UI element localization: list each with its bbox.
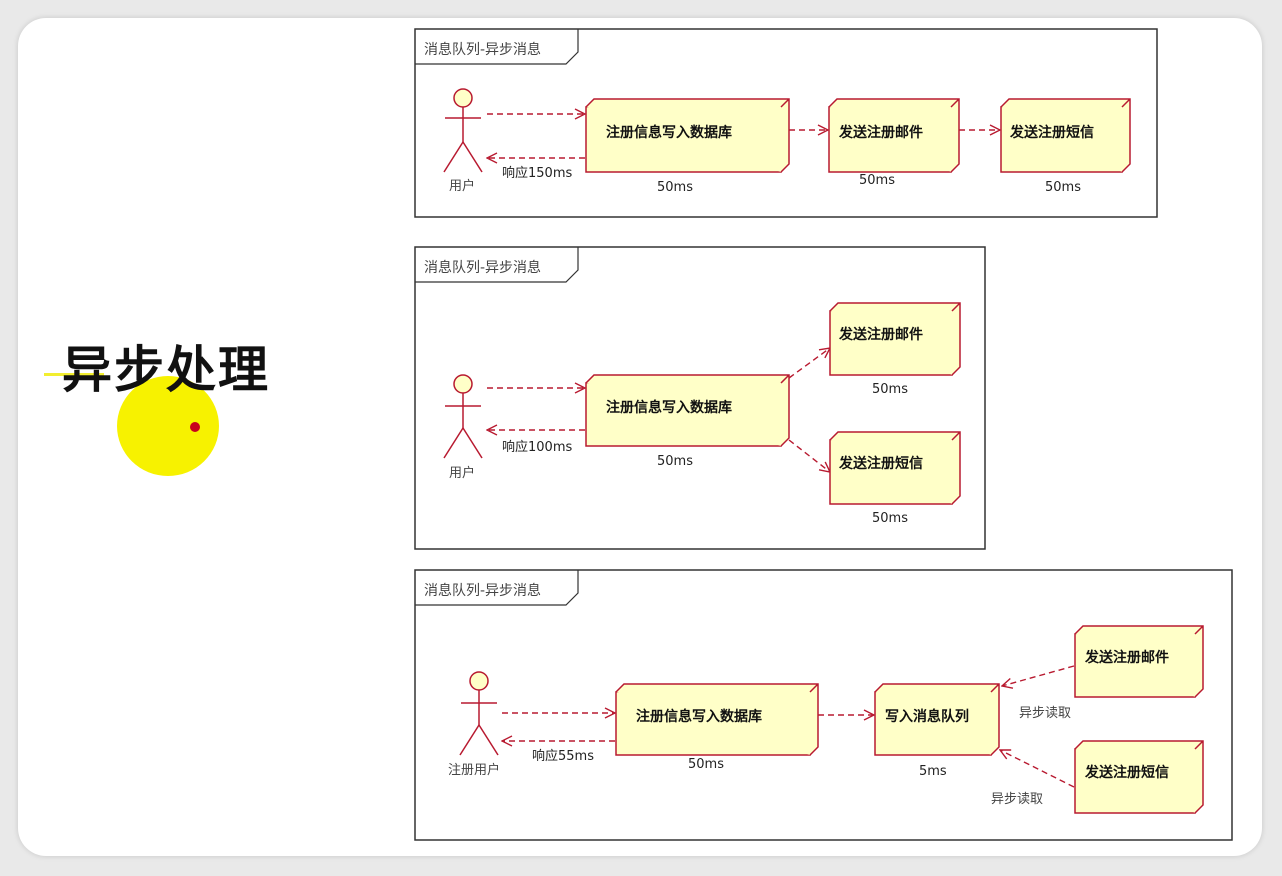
frame-2-label: 消息队列-异步消息 xyxy=(424,259,541,276)
diagram-1: 消息队列-异步消息 用户 响应150ms 注册信息写入数据库 50ms 发送注册… xyxy=(414,28,1158,218)
frame-2-tab xyxy=(415,247,579,283)
actor-label: 注册用户 xyxy=(448,762,500,778)
frame-1-tab xyxy=(415,29,579,65)
actor-label: 用户 xyxy=(449,465,475,481)
node-queue-label: 写入消息队列 xyxy=(885,708,969,725)
node-sms-time: 50ms xyxy=(872,511,908,526)
pointer-trail xyxy=(44,373,104,376)
response-label: 响应55ms xyxy=(532,748,594,764)
node-sms-label: 发送注册短信 xyxy=(1009,124,1094,141)
actor-icon xyxy=(459,671,499,756)
diagram-3: 消息队列-异步消息 注册用户 响应55ms 注册信息写入数据库 50ms 写入消… xyxy=(414,569,1233,841)
node-sms-label: 发送注册短信 xyxy=(1084,764,1169,781)
frame-3-tab xyxy=(415,570,579,606)
cursor-highlight xyxy=(117,376,219,476)
node-email-label: 发送注册邮件 xyxy=(1084,649,1169,666)
node-db xyxy=(585,98,790,173)
node-queue-time: 5ms xyxy=(919,764,947,779)
actor-label: 用户 xyxy=(449,178,475,194)
node-email-label: 发送注册邮件 xyxy=(838,326,923,343)
frame-1-label: 消息队列-异步消息 xyxy=(424,41,541,58)
async-read-label-2: 异步读取 xyxy=(991,792,1043,807)
node-email xyxy=(829,302,961,376)
arrow-email-queue xyxy=(1002,665,1075,686)
frame-3-label: 消息队列-异步消息 xyxy=(424,582,541,599)
arrow-db-email xyxy=(788,348,830,379)
cursor-dot xyxy=(190,422,200,432)
node-db-time: 50ms xyxy=(657,454,693,469)
node-db xyxy=(585,374,790,447)
async-read-label-1: 异步读取 xyxy=(1019,706,1071,721)
node-db-time: 50ms xyxy=(657,180,693,195)
response-label: 响应150ms xyxy=(502,165,572,181)
node-email-time: 50ms xyxy=(872,382,908,397)
node-email-time: 50ms xyxy=(859,173,895,188)
actor-icon xyxy=(443,374,483,459)
node-db-label: 注册信息写入数据库 xyxy=(606,124,732,141)
arrow-db-sms xyxy=(788,439,830,472)
node-sms xyxy=(1000,98,1131,173)
response-label: 响应100ms xyxy=(502,439,572,455)
arrow-sms-queue xyxy=(1000,750,1075,788)
page-title: 异步处理 xyxy=(62,340,270,399)
node-db-label: 注册信息写入数据库 xyxy=(636,708,762,725)
node-email-label: 发送注册邮件 xyxy=(838,124,923,141)
node-sms-label: 发送注册短信 xyxy=(838,455,923,472)
node-db-label: 注册信息写入数据库 xyxy=(606,399,732,416)
node-sms xyxy=(1074,740,1204,814)
node-email xyxy=(1074,625,1204,698)
node-email xyxy=(828,98,960,173)
actor-icon xyxy=(443,88,483,173)
diagram-2: 消息队列-异步消息 用户 响应100ms 注册信息写入数据库 50ms 发送注册… xyxy=(414,246,986,550)
node-queue xyxy=(874,683,1000,756)
node-sms-time: 50ms xyxy=(1045,180,1081,195)
node-db-time: 50ms xyxy=(688,757,724,772)
node-sms xyxy=(829,431,961,505)
node-db xyxy=(615,683,819,756)
